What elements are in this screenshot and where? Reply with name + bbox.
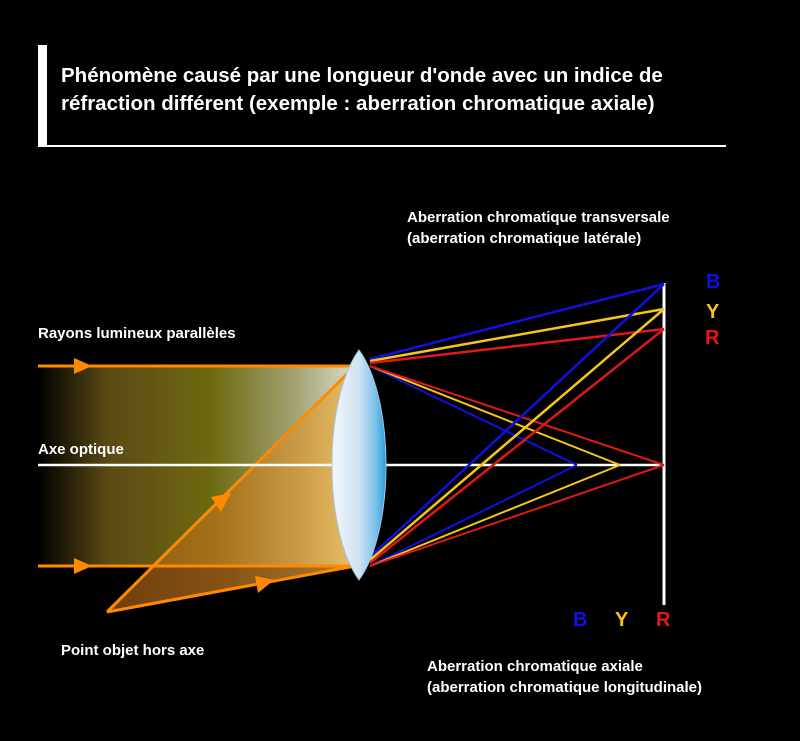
transverse-letter-b: B	[706, 271, 721, 293]
title-line-2: réfraction différent (exemple : aberrati…	[61, 92, 655, 115]
ray-arrowheads	[74, 358, 274, 593]
arrowhead-lower-diagonal	[255, 576, 274, 593]
axial-letter-r: R	[656, 609, 671, 631]
title-line-1: Phénomène causé par une longueur d'onde …	[61, 64, 663, 87]
transverse-label-line-1: Aberration chromatique transversale	[407, 209, 670, 226]
transverse-label-line-2: (aberration chromatique latérale)	[407, 230, 642, 247]
yellow-transverse-top	[369, 307, 665, 363]
refracted-rays-transverse	[369, 282, 665, 564]
transverse-letter-y: Y	[706, 301, 720, 323]
axial-label-line-2: (aberration chromatique longitudinale)	[427, 679, 703, 696]
axial-label-line-1: Aberration chromatique axiale	[427, 658, 643, 675]
transverse-letter-r: R	[705, 327, 720, 349]
arrowhead-bottom	[74, 558, 92, 574]
red-axial-top	[369, 365, 665, 466]
title-accent-bar	[38, 45, 47, 147]
blue-transverse-top	[369, 282, 665, 361]
off-axis-ray-upper	[105, 364, 357, 614]
refracted-rays-axial	[369, 365, 665, 567]
optical-axis-label: Axe optique	[38, 441, 124, 458]
red-transverse-bottom	[369, 328, 665, 564]
axial-letter-y: Y	[615, 609, 629, 631]
arrowhead-diagonal	[211, 493, 231, 512]
yellow-axial-top	[369, 365, 621, 466]
page-title: Phénomène causé par une longueur d'onde …	[61, 62, 761, 118]
yellow-axial-bottom	[369, 464, 621, 567]
off-axis-point-label: Point objet hors axe	[61, 642, 205, 659]
red-axial-bottom	[369, 464, 665, 567]
axial-letter-b: B	[573, 609, 588, 631]
yellow-transverse-bottom	[369, 308, 665, 561]
blue-axial-top	[369, 365, 578, 466]
transverse-aberration-label: Aberration chromatique transversale (abe…	[407, 207, 670, 249]
axial-aberration-label: Aberration chromatique axiale (aberratio…	[427, 656, 702, 698]
blue-axial-bottom	[369, 464, 578, 567]
arrowhead-top	[74, 358, 92, 374]
convex-lens	[331, 349, 387, 581]
parallel-rays-label: Rayons lumineux parallèles	[38, 325, 236, 342]
blue-transverse-bottom	[369, 283, 665, 558]
off-axis-ray-lower	[106, 564, 356, 614]
title-underline	[38, 145, 726, 147]
red-transverse-top	[369, 327, 665, 365]
